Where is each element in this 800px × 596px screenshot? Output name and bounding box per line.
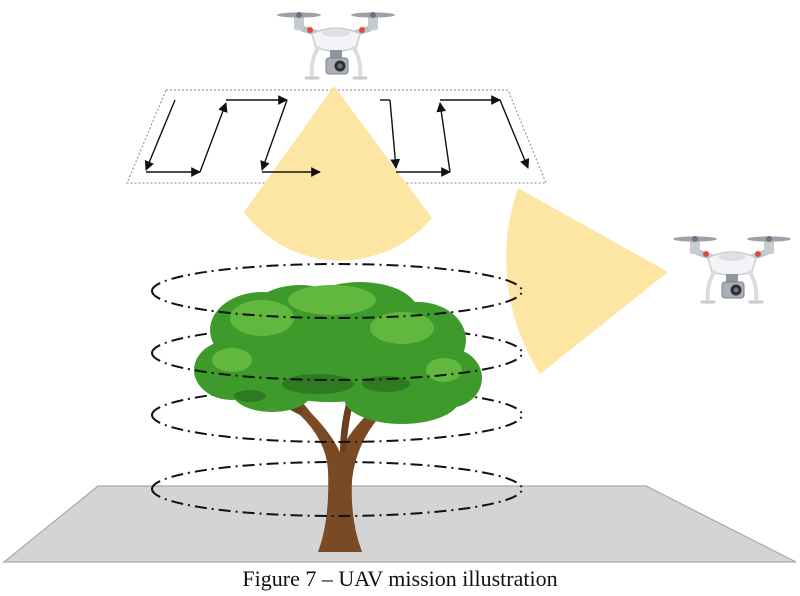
lawnmower-flight-path xyxy=(144,95,530,177)
flight-plane xyxy=(126,89,547,184)
top-drone-camera-fov xyxy=(244,86,432,261)
tree-icon xyxy=(194,282,482,552)
ground-plane xyxy=(2,485,797,563)
orbit-paths-front xyxy=(151,290,523,517)
top-drone-icon xyxy=(277,12,395,78)
side-drone-icon xyxy=(673,236,791,302)
orbit-paths-back xyxy=(151,263,523,490)
figure-caption: Figure 7 – UAV mission illustration xyxy=(242,566,558,591)
side-drone-camera-fov xyxy=(506,188,668,374)
